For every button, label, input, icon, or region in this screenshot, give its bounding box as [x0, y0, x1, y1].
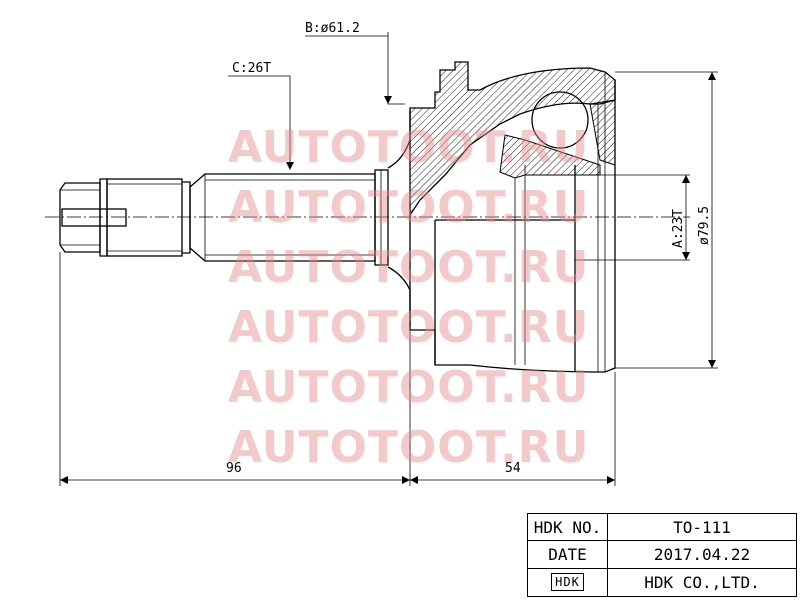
watermarks: AUTOTOOT.RU AUTOTOOT.RU AUTOTOOT.RU AUTO…	[228, 122, 589, 473]
date-label: DATE	[528, 541, 608, 569]
watermark-text: AUTOTOOT.RU	[228, 242, 589, 293]
watermark-text: AUTOTOOT.RU	[228, 302, 589, 353]
watermark-text: AUTOTOOT.RU	[228, 362, 589, 413]
date-value: 2017.04.22	[608, 541, 796, 569]
outer-diameter-dimension: ø79.5	[615, 71, 718, 369]
b-dimension: B:ø61.2	[305, 21, 405, 105]
outer-race	[409, 61, 616, 373]
hdk-logo: HDK	[551, 573, 584, 592]
c-dimension: C:26T	[228, 61, 294, 170]
c-dimension-label: C:26T	[232, 61, 271, 76]
a-dimension-label: A:23T	[671, 209, 686, 248]
body-length-label: 54	[505, 461, 521, 476]
a-dimension: A:23T	[575, 174, 690, 261]
shaft-tip	[59, 182, 127, 253]
b-dimension-label: B:ø61.2	[305, 21, 360, 36]
shaft-spline	[99, 178, 191, 257]
shaft-length-label: 96	[226, 461, 242, 476]
watermark-text: AUTOTOOT.RU	[228, 422, 589, 473]
hdk-no-label: HDK NO.	[528, 514, 608, 542]
hdk-logo-cell: HDK	[528, 568, 608, 596]
outer-diameter-label: ø79.5	[697, 206, 712, 245]
hdk-no-value: TO-111	[608, 514, 796, 542]
company-name: HDK CO.,LTD.	[644, 572, 760, 592]
watermark-text: AUTOTOOT.RU	[228, 122, 589, 173]
length-dimension: 96 54	[59, 252, 616, 486]
title-block: HDK NO. TO-111 DATE 2017.04.22 HDK HDK C…	[527, 513, 797, 597]
watermark-text: AUTOTOOT.RU	[228, 182, 589, 233]
